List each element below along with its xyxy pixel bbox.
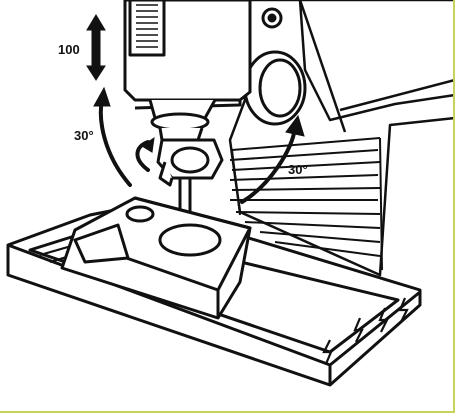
machine-column (228, 0, 455, 277)
depth-scale (136, 4, 158, 48)
right-tilt-arrow (240, 114, 305, 204)
column-bellows (229, 137, 383, 271)
travel-label: 100 (58, 42, 80, 57)
workpiece (60, 196, 252, 320)
left-tilt-arrow (93, 86, 155, 187)
tilt-right-label: 30° (288, 162, 308, 177)
vertical-travel-arrow (86, 14, 106, 81)
tilt-left-label: 30° (74, 128, 94, 143)
tool-chuck (150, 112, 224, 222)
